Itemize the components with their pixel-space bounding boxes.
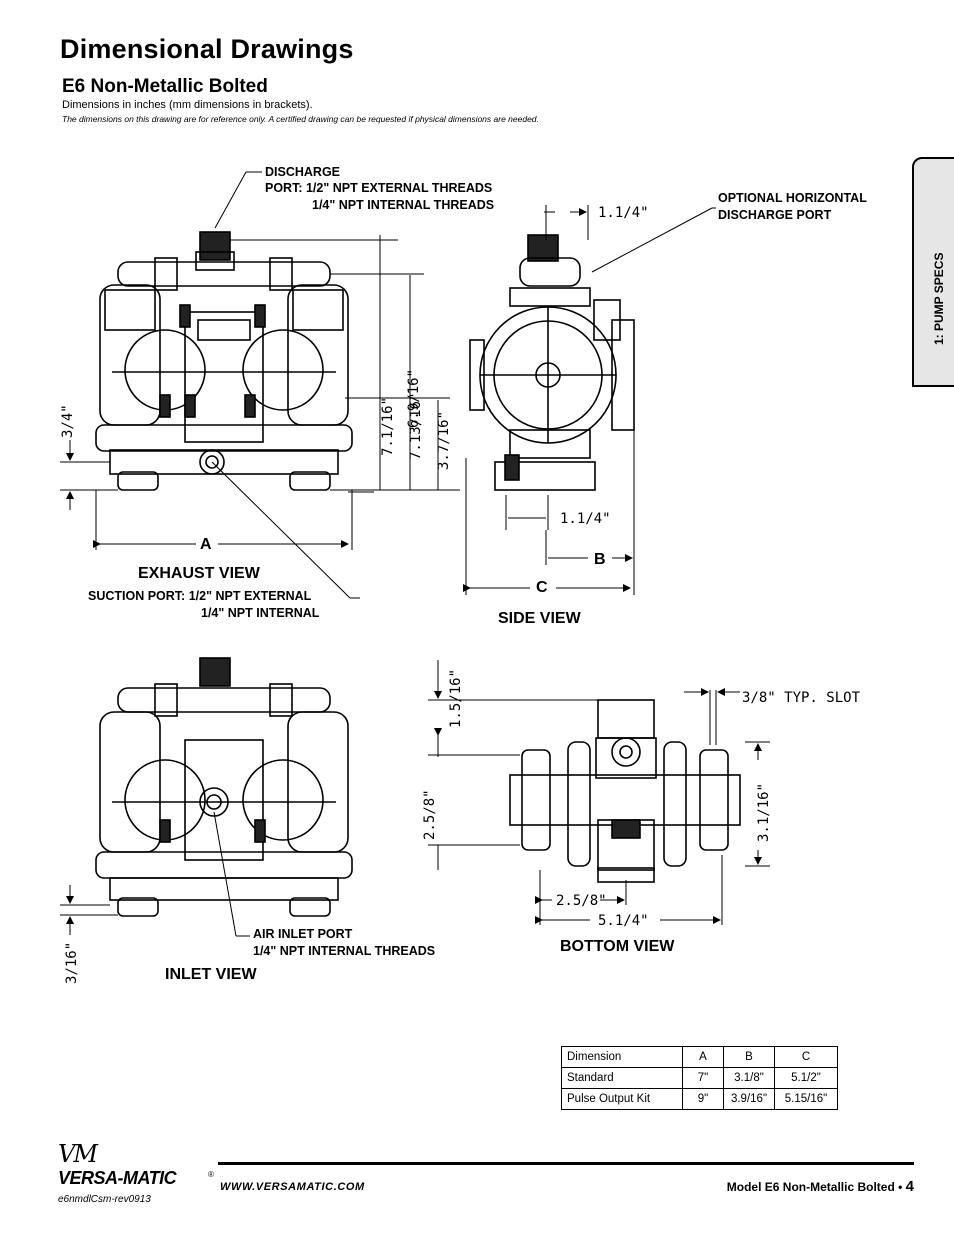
- table-row: Standard 7" 3.1/8" 5.1/2": [561, 1067, 838, 1089]
- dimension-c-label: C: [536, 579, 548, 596]
- dimension-3-4: 3/4": [60, 404, 76, 438]
- dimension-3-1-16: 3.1/16": [756, 783, 772, 842]
- exhaust-view-dimension-lines: [60, 171, 460, 599]
- table-cell: 5.1/2": [774, 1067, 838, 1089]
- dimensions-note: Dimensions in inches (mm dimensions in b…: [62, 99, 313, 111]
- dimension-a-label: A: [200, 536, 212, 553]
- side-dimension-top: 1.1/4": [598, 205, 649, 221]
- exhaust-view-title: EXHAUST VIEW: [138, 565, 261, 582]
- table-cell: Standard: [561, 1067, 683, 1089]
- table-header-cell: Dimension: [561, 1046, 683, 1068]
- discharge-internal-threads: 1/4" NPT INTERNAL THREADS: [312, 198, 494, 212]
- footer-divider: [218, 1162, 914, 1165]
- bottom-view-title: BOTTOM VIEW: [560, 938, 675, 955]
- dimension-7-1-16: 7.1/16": [380, 397, 396, 456]
- dimension-5-1-4: 5.1/4": [598, 913, 649, 929]
- page-subtitle: E6 Non-Metallic Bolted: [62, 76, 268, 97]
- air-inlet-port-threads: 1/4" NPT INTERNAL THREADS: [253, 944, 435, 958]
- table-cell: 3.1/8": [723, 1067, 775, 1089]
- page-number: 4: [905, 1178, 914, 1195]
- optional-port-label-line1: OPTIONAL HORIZONTAL: [718, 191, 867, 205]
- bottom-view-pump: [509, 699, 741, 883]
- dimension-7-13-16: 7.13/16": [408, 393, 424, 460]
- table-header-cell: C: [774, 1046, 838, 1068]
- optional-port-label-line2: DISCHARGE PORT: [718, 208, 832, 222]
- discharge-label: DISCHARGE: [265, 165, 340, 179]
- side-view-dimension-lines: [463, 205, 716, 595]
- dimension-2-5-8-vertical: 2.5/8": [422, 789, 438, 840]
- table-cell: Pulse Output Kit: [561, 1088, 683, 1110]
- dimension-1-5-16: 1.5/16": [448, 669, 464, 728]
- suction-port-internal: 1/4" NPT INTERNAL: [201, 606, 320, 620]
- table-header-cell: B: [723, 1046, 775, 1068]
- document-revision: e6nmdlCsm-rev0913: [58, 1194, 151, 1205]
- table-header-cell: A: [682, 1046, 724, 1068]
- dimension-3-7-16: 3.7/16": [436, 411, 452, 470]
- inlet-view-pump: [95, 657, 353, 917]
- exhaust-view-pump: [95, 231, 353, 491]
- bottom-view-dimension-lines: [428, 660, 770, 925]
- table-cell: 7": [682, 1067, 724, 1089]
- dimension-table: Dimension A B C Standard 7" 3.1/8" 5.1/2…: [561, 1046, 838, 1110]
- brand-logo[interactable]: VERSA-MATIC: [58, 1168, 177, 1188]
- dimension-2-5-8-horizontal: 2.5/8": [556, 893, 607, 909]
- registered-mark: ®: [208, 1170, 214, 1179]
- suction-port-external: SUCTION PORT: 1/2" NPT EXTERNAL: [88, 589, 312, 603]
- model-name: Model E6 Non-Metallic Bolted •: [726, 1180, 903, 1194]
- page-title: Dimensional Drawings: [60, 34, 354, 64]
- discharge-external-threads: PORT: 1/2" NPT EXTERNAL THREADS: [265, 181, 492, 195]
- table-header-row: Dimension A B C: [561, 1046, 838, 1068]
- slot-label: 3/8" TYP. SLOT: [742, 690, 861, 706]
- side-view-title: SIDE VIEW: [498, 610, 582, 627]
- section-tab[interactable]: 1: PUMP SPECS: [912, 157, 954, 387]
- dimension-b-label: B: [594, 551, 606, 568]
- air-inlet-port-label: AIR INLET PORT: [253, 927, 353, 941]
- side-dimension-bottom: 1.1/4": [560, 511, 611, 527]
- inlet-view-title: INLET VIEW: [165, 966, 257, 983]
- table-cell: 3.9/16": [723, 1088, 775, 1110]
- website-link[interactable]: WWW.VERSAMATIC.COM: [220, 1181, 365, 1193]
- logo-script-mark: VM: [58, 1140, 98, 1168]
- side-view-pump: [469, 234, 635, 491]
- inlet-view-dimension-lines: [60, 811, 250, 937]
- table-cell: 5.15/16": [774, 1088, 838, 1110]
- table-cell: 9": [682, 1088, 724, 1110]
- dimension-3-16: 3/16": [64, 942, 80, 984]
- footer-model: Model E6 Non-Metallic Bolted • 4: [700, 1178, 914, 1195]
- dimension-6-9-16: 6.9/16": [406, 369, 422, 428]
- reference-disclaimer: The dimensions on this drawing are for r…: [62, 114, 539, 124]
- table-row: Pulse Output Kit 9" 3.9/16" 5.15/16": [561, 1088, 838, 1110]
